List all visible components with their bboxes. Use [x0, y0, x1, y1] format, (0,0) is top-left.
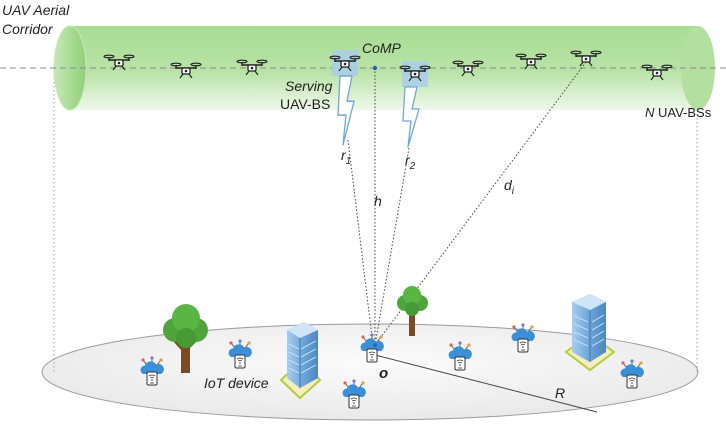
r2-subscript: 2: [409, 161, 416, 172]
di-subscript: i: [512, 186, 515, 197]
h-label: h: [374, 193, 382, 209]
di-symbol: d: [504, 177, 513, 193]
origin-label: o: [379, 365, 388, 382]
comp-label: CoMP: [362, 40, 402, 56]
corridor-label-line1: UAV Aerial: [2, 2, 70, 18]
n-uavs-label: N UAV-BSs: [645, 105, 712, 120]
r1-symbol: r: [341, 147, 347, 163]
r1-link-line: [347, 139, 374, 346]
serving-label-line2: UAV-BS: [280, 96, 330, 112]
r2-link-line: [374, 147, 410, 346]
office-building-icon: [279, 322, 322, 400]
serving-label-line1: Serving: [285, 78, 333, 94]
r1-subscript: 1: [346, 156, 352, 167]
radius-line: [374, 354, 598, 413]
corridor-label-line2: Corridor: [2, 21, 54, 37]
office-building-icon: [564, 294, 616, 372]
radius-label: R: [555, 385, 565, 401]
r2-symbol: r: [405, 152, 411, 168]
tree-icon: [163, 304, 208, 373]
origin-point: [373, 343, 377, 347]
r1-label: r1: [341, 147, 351, 167]
tree-icon: [397, 286, 428, 336]
n-symbol: N: [645, 105, 655, 120]
r2-label: r2: [405, 152, 416, 172]
di-label: di: [504, 177, 515, 197]
n-uavs-text: UAV-BSs: [654, 105, 711, 120]
iot-device-label: IoT device: [204, 375, 269, 391]
